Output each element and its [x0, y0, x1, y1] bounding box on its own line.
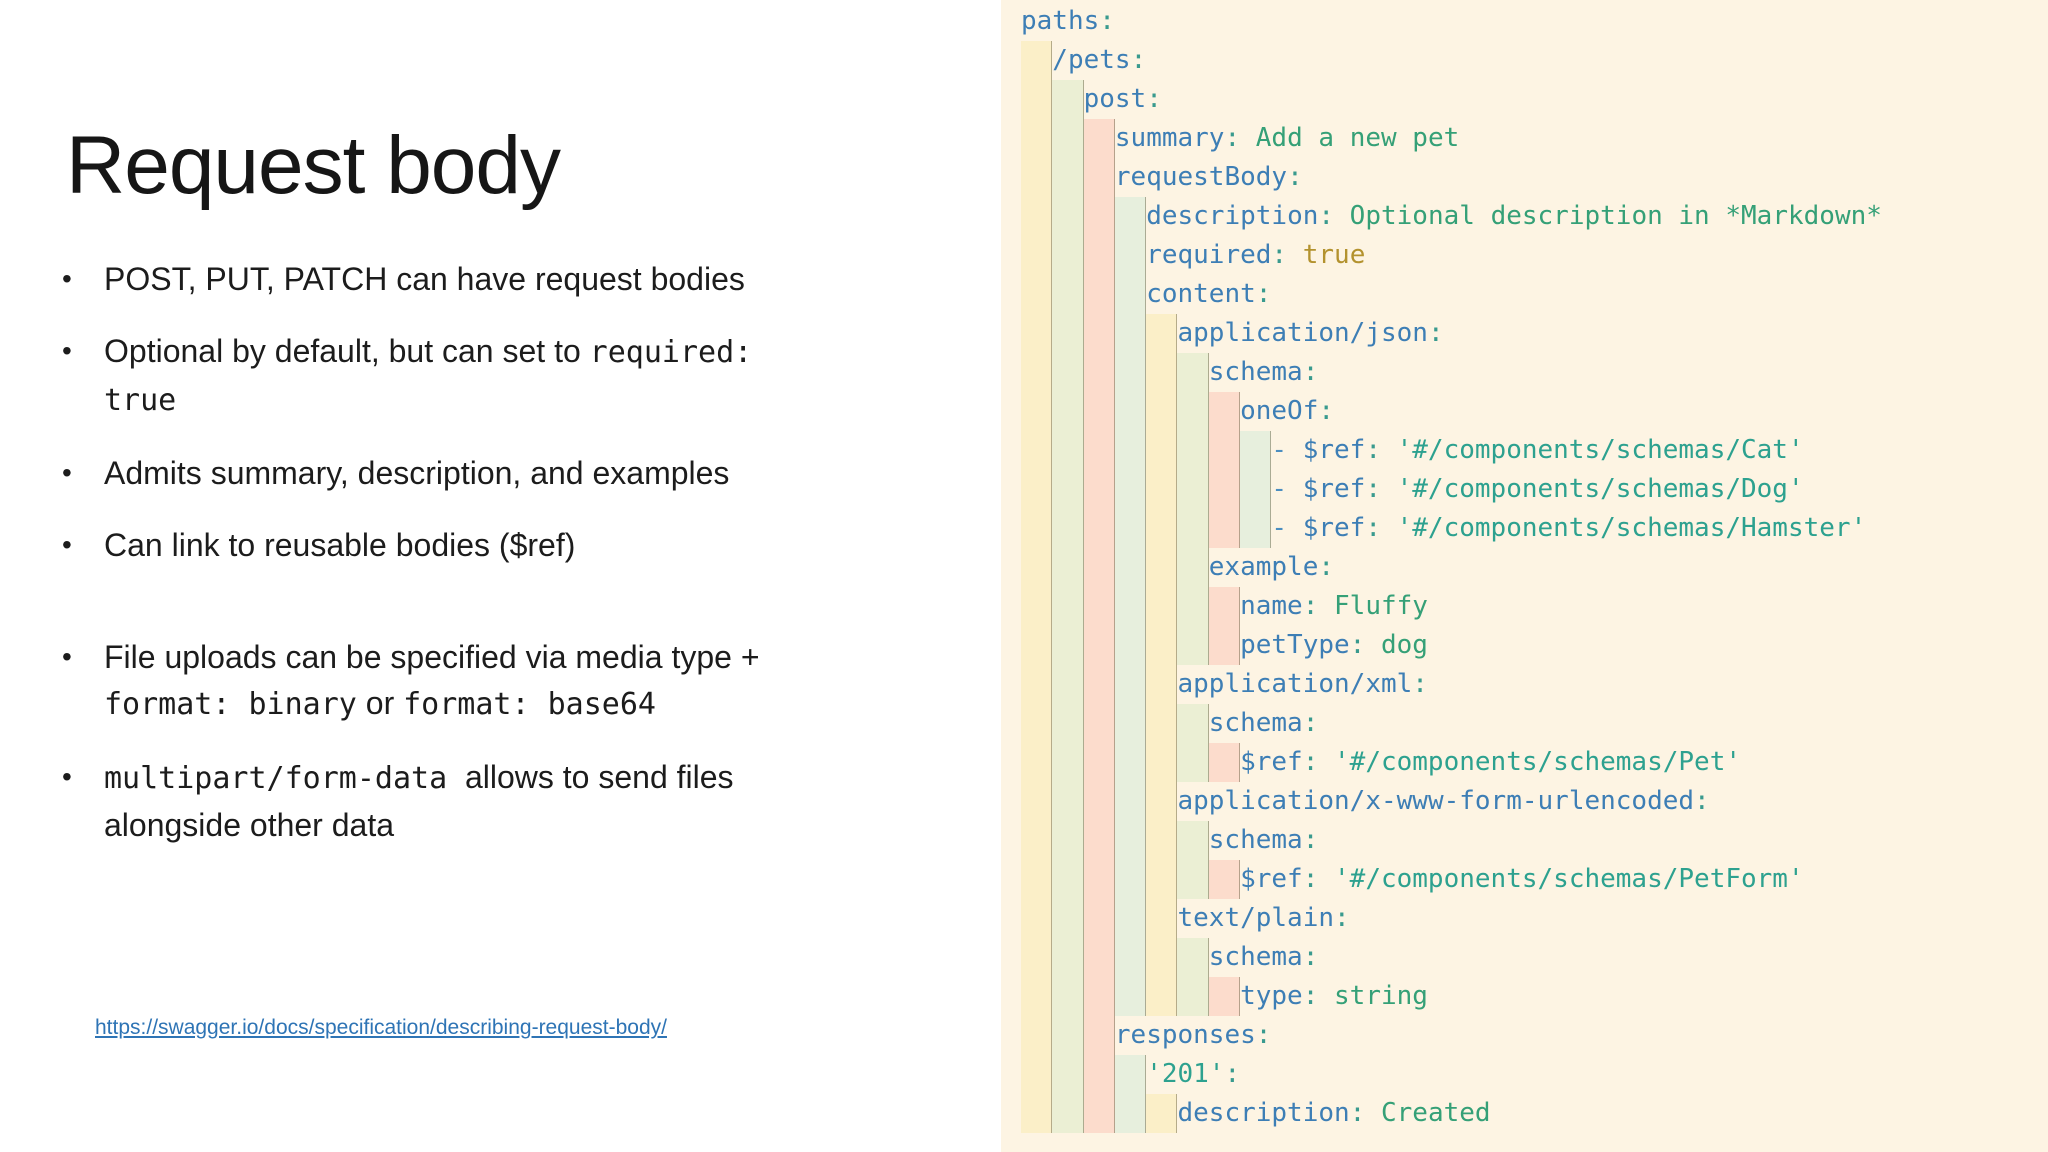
- bullet-text: Can link to reusable bodies ($ref): [104, 527, 576, 563]
- bullet-text: POST, PUT, PATCH can have request bodies: [104, 261, 745, 297]
- bullet-text: Optional by default, but can set to requ…: [104, 333, 753, 418]
- code-line: responses:: [1021, 1016, 2048, 1055]
- code-line: schema:: [1021, 704, 2048, 743]
- code-line: '201':: [1021, 1055, 2048, 1094]
- bullet-dot-icon: •: [62, 641, 72, 672]
- bullet-item: • multipart/form-data allows to send file…: [62, 754, 942, 848]
- code-line: $ref: '#/components/schemas/PetForm': [1021, 860, 2048, 899]
- bullet-item: • Admits summary, description, and exampl…: [62, 450, 942, 496]
- code-line: content:: [1021, 275, 2048, 314]
- left-panel: Request body • POST, PUT, PATCH can have …: [0, 0, 1001, 1152]
- bullet-item: • File uploads can be specified via media…: [62, 634, 942, 728]
- code-line: name: Fluffy: [1021, 587, 2048, 626]
- bullet-dot-icon: •: [62, 457, 72, 488]
- code-line: - $ref: '#/components/schemas/Hamster': [1021, 509, 2048, 548]
- bullet-list: • POST, PUT, PATCH can have request bodie…: [62, 256, 942, 874]
- code-line: schema:: [1021, 353, 2048, 392]
- code-line: application/x-www-form-urlencoded:: [1021, 782, 2048, 821]
- bullet-item: • Can link to reusable bodies ($ref): [62, 522, 942, 568]
- bullet-dot-icon: •: [62, 263, 72, 294]
- bullet-text: Admits summary, description, and example…: [104, 455, 730, 491]
- code-line: required: true: [1021, 236, 2048, 275]
- code-line: requestBody:: [1021, 158, 2048, 197]
- code-line: description: Optional description in *Ma…: [1021, 197, 2048, 236]
- code-line: petType: dog: [1021, 626, 2048, 665]
- bullet-text: File uploads can be specified via media …: [104, 639, 760, 722]
- bullet-dot-icon: •: [62, 761, 72, 792]
- code-line: - $ref: '#/components/schemas/Dog': [1021, 470, 2048, 509]
- bullet-item: • Optional by default, but can set to req…: [62, 328, 942, 424]
- code-line: /pets:: [1021, 41, 2048, 80]
- code-line: text/plain:: [1021, 899, 2048, 938]
- code-line: oneOf:: [1021, 392, 2048, 431]
- code-line: example:: [1021, 548, 2048, 587]
- source-link[interactable]: https://swagger.io/docs/specification/de…: [95, 1016, 667, 1039]
- bullet-text: multipart/form-data allows to send files…: [104, 759, 734, 843]
- bullet-dot-icon: •: [62, 335, 72, 366]
- code-line: - $ref: '#/components/schemas/Cat': [1021, 431, 2048, 470]
- bullet-dot-icon: •: [62, 529, 72, 560]
- code-line: post:: [1021, 80, 2048, 119]
- code-line: paths:: [1021, 6, 1115, 36]
- code-line: schema:: [1021, 821, 2048, 860]
- bullet-item: • POST, PUT, PATCH can have request bodie…: [62, 256, 942, 302]
- code-line: type: string: [1021, 977, 2048, 1016]
- code-line: schema:: [1021, 938, 2048, 977]
- code-line: summary: Add a new pet: [1021, 119, 2048, 158]
- code-line: application/json:: [1021, 314, 2048, 353]
- code-line: application/xml:: [1021, 665, 2048, 704]
- code-line: description: Created: [1021, 1094, 2048, 1133]
- page-title: Request body: [66, 119, 561, 211]
- code-line: $ref: '#/components/schemas/Pet': [1021, 743, 2048, 782]
